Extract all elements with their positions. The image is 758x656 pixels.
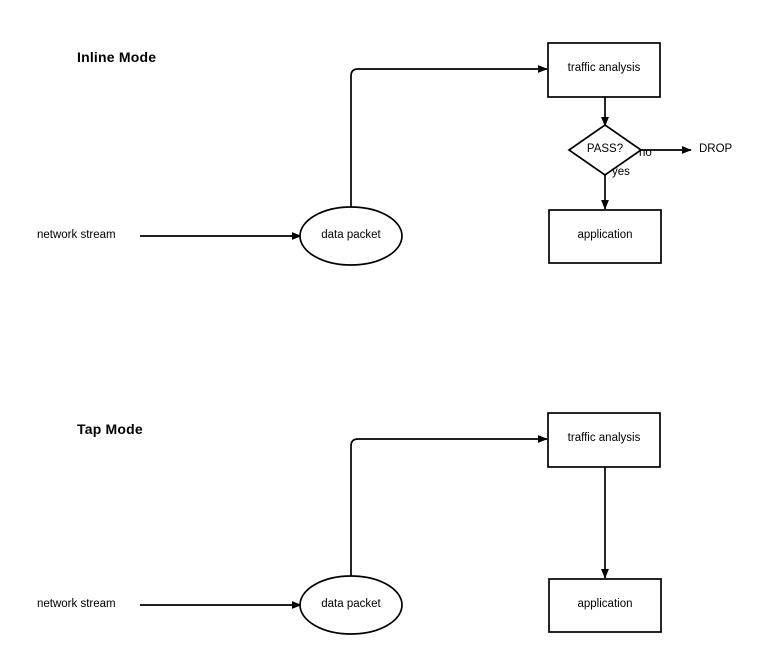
label-application-inline: application <box>577 229 633 241</box>
edge-label-no-inline: no <box>639 147 652 159</box>
edge-label-yes-inline: yes <box>612 166 630 178</box>
node-traffic-analysis-tap[interactable] <box>547 412 661 468</box>
section-title-inline-mode: Inline Mode <box>77 49 157 65</box>
label-application-tap: application <box>577 598 633 610</box>
edge-packet-to-analysis-inline <box>350 65 548 207</box>
label-traffic-analysis-tap: traffic analysis <box>567 432 641 444</box>
section-title-tap-mode: Tap Mode <box>77 421 143 437</box>
edge-packet-to-analysis-tap <box>350 435 548 576</box>
label-decision-pass-inline: PASS? <box>586 143 624 155</box>
label-data-packet-tap: data packet <box>321 598 381 610</box>
label-traffic-analysis-inline: traffic analysis <box>567 62 641 74</box>
label-drop-inline: DROP <box>699 143 733 155</box>
node-application-inline[interactable] <box>548 209 662 264</box>
node-traffic-analysis-inline[interactable] <box>547 42 661 98</box>
label-data-packet-inline: data packet <box>321 229 381 241</box>
label-network-stream-tap: network stream <box>37 598 116 610</box>
tap-mode-graphics <box>140 412 662 635</box>
node-application-tap[interactable] <box>548 578 662 633</box>
label-network-stream-inline: network stream <box>37 229 116 241</box>
inline-mode-graphics <box>140 42 692 266</box>
